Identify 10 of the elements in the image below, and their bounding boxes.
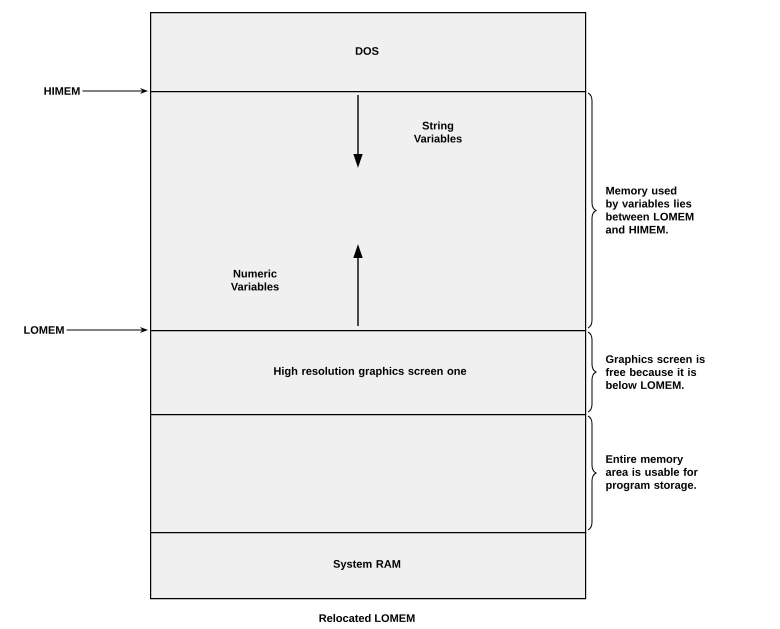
memory-region: System RAM — [150, 532, 586, 600]
note-text: Graphics screen is free because it is below LOMEM. — [606, 354, 705, 390]
pointer-label: HIMEM — [44, 87, 80, 95]
caption: Relocated LOMEM — [319, 614, 415, 622]
note-text: Entire memory area is usable for program storage. — [606, 454, 698, 492]
memory-region — [150, 414, 586, 534]
memory-region: DOS — [150, 12, 586, 92]
memory-region: High resolution graphics screen one — [150, 330, 586, 416]
pointer-label: LOMEM — [24, 326, 64, 334]
note-text: Memory used by variables lies between LOMEM and HIMEM. — [606, 186, 694, 234]
